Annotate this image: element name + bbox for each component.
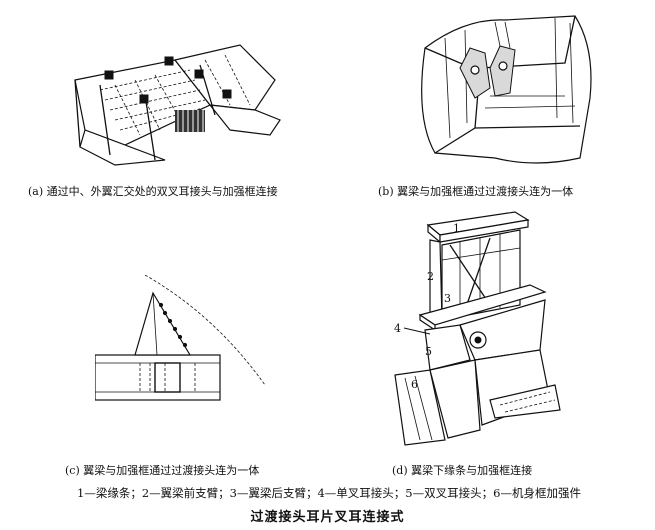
panel-d-caption: (d) 翼梁下缘条与加强框连接 bbox=[392, 464, 533, 477]
label-3: 3 bbox=[444, 292, 451, 305]
panel-d-drawing bbox=[370, 200, 570, 455]
label-6: 6 bbox=[411, 378, 418, 391]
label-1: 1 bbox=[453, 222, 460, 235]
label-4: 4 bbox=[394, 322, 401, 335]
panel-c-illustration bbox=[95, 275, 266, 401]
figure-title: 过渡接头耳片叉耳连接式 bbox=[250, 510, 405, 525]
panel-b-illustration bbox=[421, 15, 592, 164]
panel-a-illustration bbox=[74, 44, 281, 166]
panel-a-caption: (a) 通过中、外翼汇交处的双叉耳接头与加强框连接 bbox=[28, 185, 278, 198]
label-5: 5 bbox=[425, 345, 432, 358]
panel-c-drawing bbox=[95, 275, 270, 410]
panel-b-drawing bbox=[405, 8, 605, 173]
panel-a-drawing bbox=[55, 35, 295, 175]
legend: 1—梁缘条；2—翼梁前支臂；3—翼梁后支臂；4—单叉耳接头；5—双叉耳接头；6—… bbox=[77, 486, 581, 500]
panel-c-caption: (c) 翼梁与加强框通过过渡接头连为一体 bbox=[65, 464, 260, 477]
panel-b-caption: (b) 翼梁与加强框通过过渡接头连为一体 bbox=[378, 185, 574, 198]
panel-d-illustration bbox=[394, 211, 561, 446]
label-2: 2 bbox=[427, 270, 434, 283]
